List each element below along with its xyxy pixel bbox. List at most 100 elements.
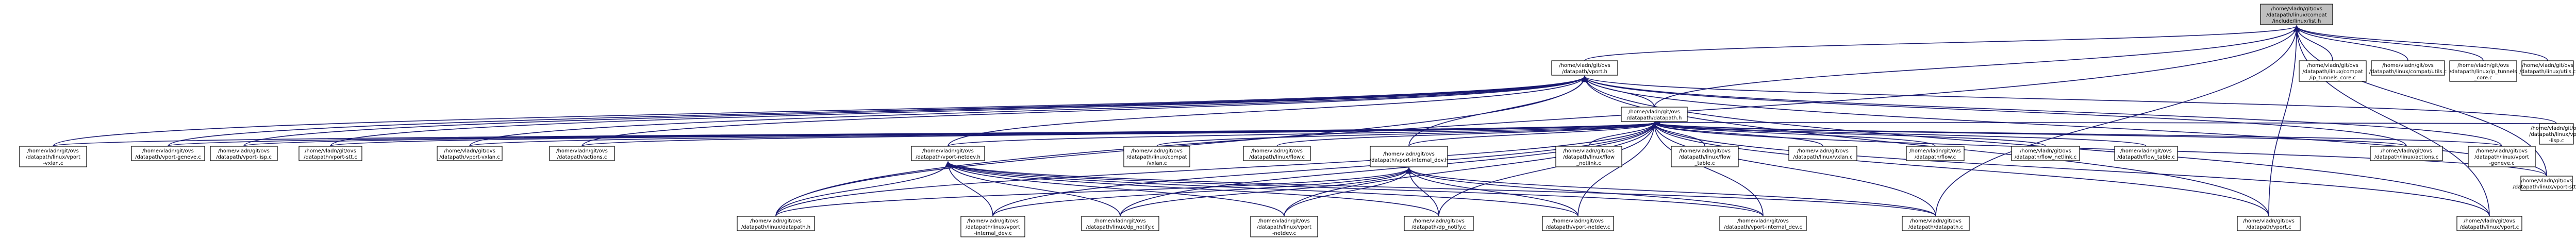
graph-node-vport-internal-dev-h[interactable]: /home/vladn/git/ovs/datapath/vport-inter… [1370,146,1449,167]
node-box[interactable] [911,146,985,161]
node-box[interactable] [210,146,278,161]
node-label-line: /datapath/vport-stt.c [304,154,357,160]
edge-l_vport_netdev-to-vport_netdev_h [944,161,1285,217]
node-box[interactable] [960,216,1025,237]
node-label-line: /home/vladn/git/ovs [2531,126,2576,131]
node-box[interactable] [1250,216,1318,237]
graph-node-l-vport-geneve[interactable]: /home/vladn/git/ovs/datapath/linux/vport… [2468,146,2536,167]
node-box[interactable] [1404,216,1474,231]
node-box[interactable] [1243,146,1311,161]
node-box[interactable] [2456,216,2522,231]
node-label-line: /datapath/actions.c [557,154,607,160]
node-label-line: /datapath/linux/compat [2302,69,2363,75]
node-label-line: /datapath/vport-internal_dev.c [1724,225,1802,230]
graph-node-l-flow-c[interactable]: /home/vladn/git/ovs/datapath/linux/flow.… [1243,146,1311,161]
graph-node-linux-utils[interactable]: /home/vladn/git/ovs/datapath/linux/utils… [2519,60,2576,76]
node-label-line: /home/vladn/git/ovs [1628,109,1680,115]
node-box[interactable] [2299,60,2367,82]
graph-node-compat-utils[interactable]: /home/vladn/git/ovs/datapath/linux/compa… [2369,60,2447,76]
node-label-line: /home/vladn/git/ovs [2381,148,2432,154]
node-label-line: /home/vladn/git/ovs [305,148,356,154]
graph-node-l-vport-internal-dev[interactable]: /home/vladn/git/ovs/datapath/linux/vport… [960,216,1025,237]
node-box[interactable] [1719,216,1807,231]
node-box[interactable] [1555,146,1622,167]
node-box[interactable] [2260,4,2333,25]
node-box[interactable] [1551,60,1618,76]
node-label-line: /datapath/dp_notify.c [1411,225,1466,230]
node-label-line: /datapath/linux/vport [2529,132,2576,137]
graph-node-l-actions-c[interactable]: /home/vladn/git/ovs/datapath/linux/actio… [2370,146,2443,161]
graph-node-vport-lisp-c[interactable]: /home/vladn/git/ovs/datapath/vport-lisp.… [210,146,278,161]
graph-node-compat-ip-tunnels[interactable]: /home/vladn/git/ovs/datapath/linux/ip_tu… [2449,60,2517,82]
graph-node-compat-font[interactable]: /home/vladn/git/ovs/datapath/linux/compa… [2260,4,2333,25]
graph-node-datapath-c[interactable]: /home/vladn/git/ovs/datapath/datapath.c [1902,216,1970,231]
graph-node-flow-table-c[interactable]: /home/vladn/git/ovs/datapath/flow_table.… [2114,146,2178,161]
edge-vport_internal_dev_h-to-datapath_h [1408,122,1658,147]
graph-node-vport-internal-dev-c[interactable]: /home/vladn/git/ovs/datapath/vport-inter… [1719,216,1807,231]
graph-node-l-flow-table[interactable]: /home/vladn/git/ovs/datapath/linux/flow_… [1671,146,1739,167]
graph-node-vport-h[interactable]: /home/vladn/git/ovs/datapath/vport.h [1551,60,1618,76]
node-box[interactable] [2371,60,2445,76]
node-box[interactable] [2237,216,2301,231]
node-label-line: /datapath/vport-netdev.h [916,154,980,160]
node-box[interactable] [1788,146,1857,161]
node-box[interactable] [2370,146,2443,161]
graph-node-l-vxlan-c[interactable]: /home/vladn/git/ovs/datapath/linux/vxlan… [1788,146,1857,161]
node-box[interactable] [1621,107,1688,122]
graph-node-flow-c[interactable]: /home/vladn/git/ovs/datapath/flow.c [1906,146,1965,161]
graph-node-l-vport-c[interactable]: /home/vladn/git/ovs/datapath/linux/vport… [2456,216,2522,231]
node-layer: /home/vladn/git/ovs/datapath/linux/compa… [19,4,2576,237]
node-box[interactable] [1081,216,1159,231]
node-box[interactable] [2011,146,2080,161]
node-box[interactable] [2449,60,2517,82]
graph-node-vport-geneve-c[interactable]: /home/vladn/git/ovs/datapath/vport-genev… [131,146,205,161]
node-box[interactable] [1542,216,1614,231]
node-label-line: /home/vladn/git/ovs [2521,178,2572,184]
node-box[interactable] [131,146,205,161]
graph-node-l-vport-stt[interactable]: /home/vladn/git/ovs/datapath/linux/vport… [2513,176,2576,191]
node-box[interactable] [1123,146,1190,167]
node-box[interactable] [1370,146,1448,167]
graph-node-vport-vxlan-c[interactable]: /home/vladn/git/ovs/datapath/vport-vxlan… [437,146,503,161]
graph-node-compat-udp-tunnels[interactable]: /home/vladn/git/ovs/datapath/linux/compa… [2299,60,2367,82]
graph-node-dp-notify-c[interactable]: /home/vladn/git/ovs/datapath/dp_notify.c [1404,216,1474,231]
node-box[interactable] [2468,146,2536,167]
node-box[interactable] [549,146,615,161]
graph-node-vport-netdev-h[interactable]: /home/vladn/git/ovs/datapath/vport-netde… [911,146,985,161]
node-label-line: /home/vladn/git/ovs [1559,63,1610,68]
node-box[interactable] [1906,146,1965,161]
node-label-line: -vxlan.c [43,161,63,166]
graph-node-compat-vxlan[interactable]: /home/vladn/git/ovs/datapath/linux/compa… [1123,146,1190,167]
graph-node-l-vport-netdev[interactable]: /home/vladn/git/ovs/datapath/linux/vport… [1250,216,1318,237]
graph-node-l-datapath-h[interactable]: /home/vladn/git/ovs/datapath/linux/datap… [737,216,815,231]
edge-l_datapath_h-to-vport_netdev_h [775,161,952,217]
node-box[interactable] [19,146,87,167]
graph-node-flow-netlink-c[interactable]: /home/vladn/git/ovs/datapath/flow_netlin… [2011,146,2080,161]
node-box[interactable] [2520,176,2573,191]
node-box[interactable] [437,146,503,161]
node-label-line: /home/vladn/git/ovs [1131,148,1183,154]
graph-node-l-vport-lisp[interactable]: /home/vladn/git/ovs/datapath/linux/vport… [2529,123,2576,145]
edge-l_vport_c-to-datapath_h [1651,122,2490,217]
node-box[interactable] [298,146,362,161]
edge-l_vport_netdev-to-vport_internal_dev_h [1284,167,1412,217]
edge-l_datapath_h-to-vport_internal_dev_h [775,167,1412,217]
graph-node-vport-stt-c[interactable]: /home/vladn/git/ovs/datapath/vport-stt.c [298,146,362,161]
node-label-line: /datapath/datapath.c [1908,225,1963,230]
node-box[interactable] [1902,216,1970,231]
node-box[interactable] [737,216,815,231]
node-label-line: /datapath/vport-lisp.c [216,154,272,160]
edge-l_vport_geneve-to-datapath_h [1651,122,2502,147]
node-box[interactable] [2521,60,2574,76]
graph-node-vport-c[interactable]: /home/vladn/git/ovs/datapath/vport.c [2237,216,2301,231]
node-label-line: /home/vladn/git/ovs [2120,148,2172,154]
node-box[interactable] [2114,146,2178,161]
graph-node-actions-c[interactable]: /home/vladn/git/ovs/datapath/actions.c [549,146,615,161]
graph-node-l-vport-vxlan[interactable]: /home/vladn/git/ovs/datapath/linux/vport… [19,146,87,167]
graph-node-vport-netdev-c[interactable]: /home/vladn/git/ovs/datapath/vport-netde… [1542,216,1614,231]
graph-node-l-flow-netlink[interactable]: /home/vladn/git/ovs/datapath/linux/flow_… [1555,146,1622,167]
node-box[interactable] [2539,123,2574,145]
graph-node-datapath-h[interactable]: /home/vladn/git/ovs/datapath/datapath.h [1621,107,1688,122]
graph-node-l-dp-notify[interactable]: /home/vladn/git/ovs/datapath/linux/dp_no… [1081,216,1159,231]
node-box[interactable] [1671,146,1739,167]
